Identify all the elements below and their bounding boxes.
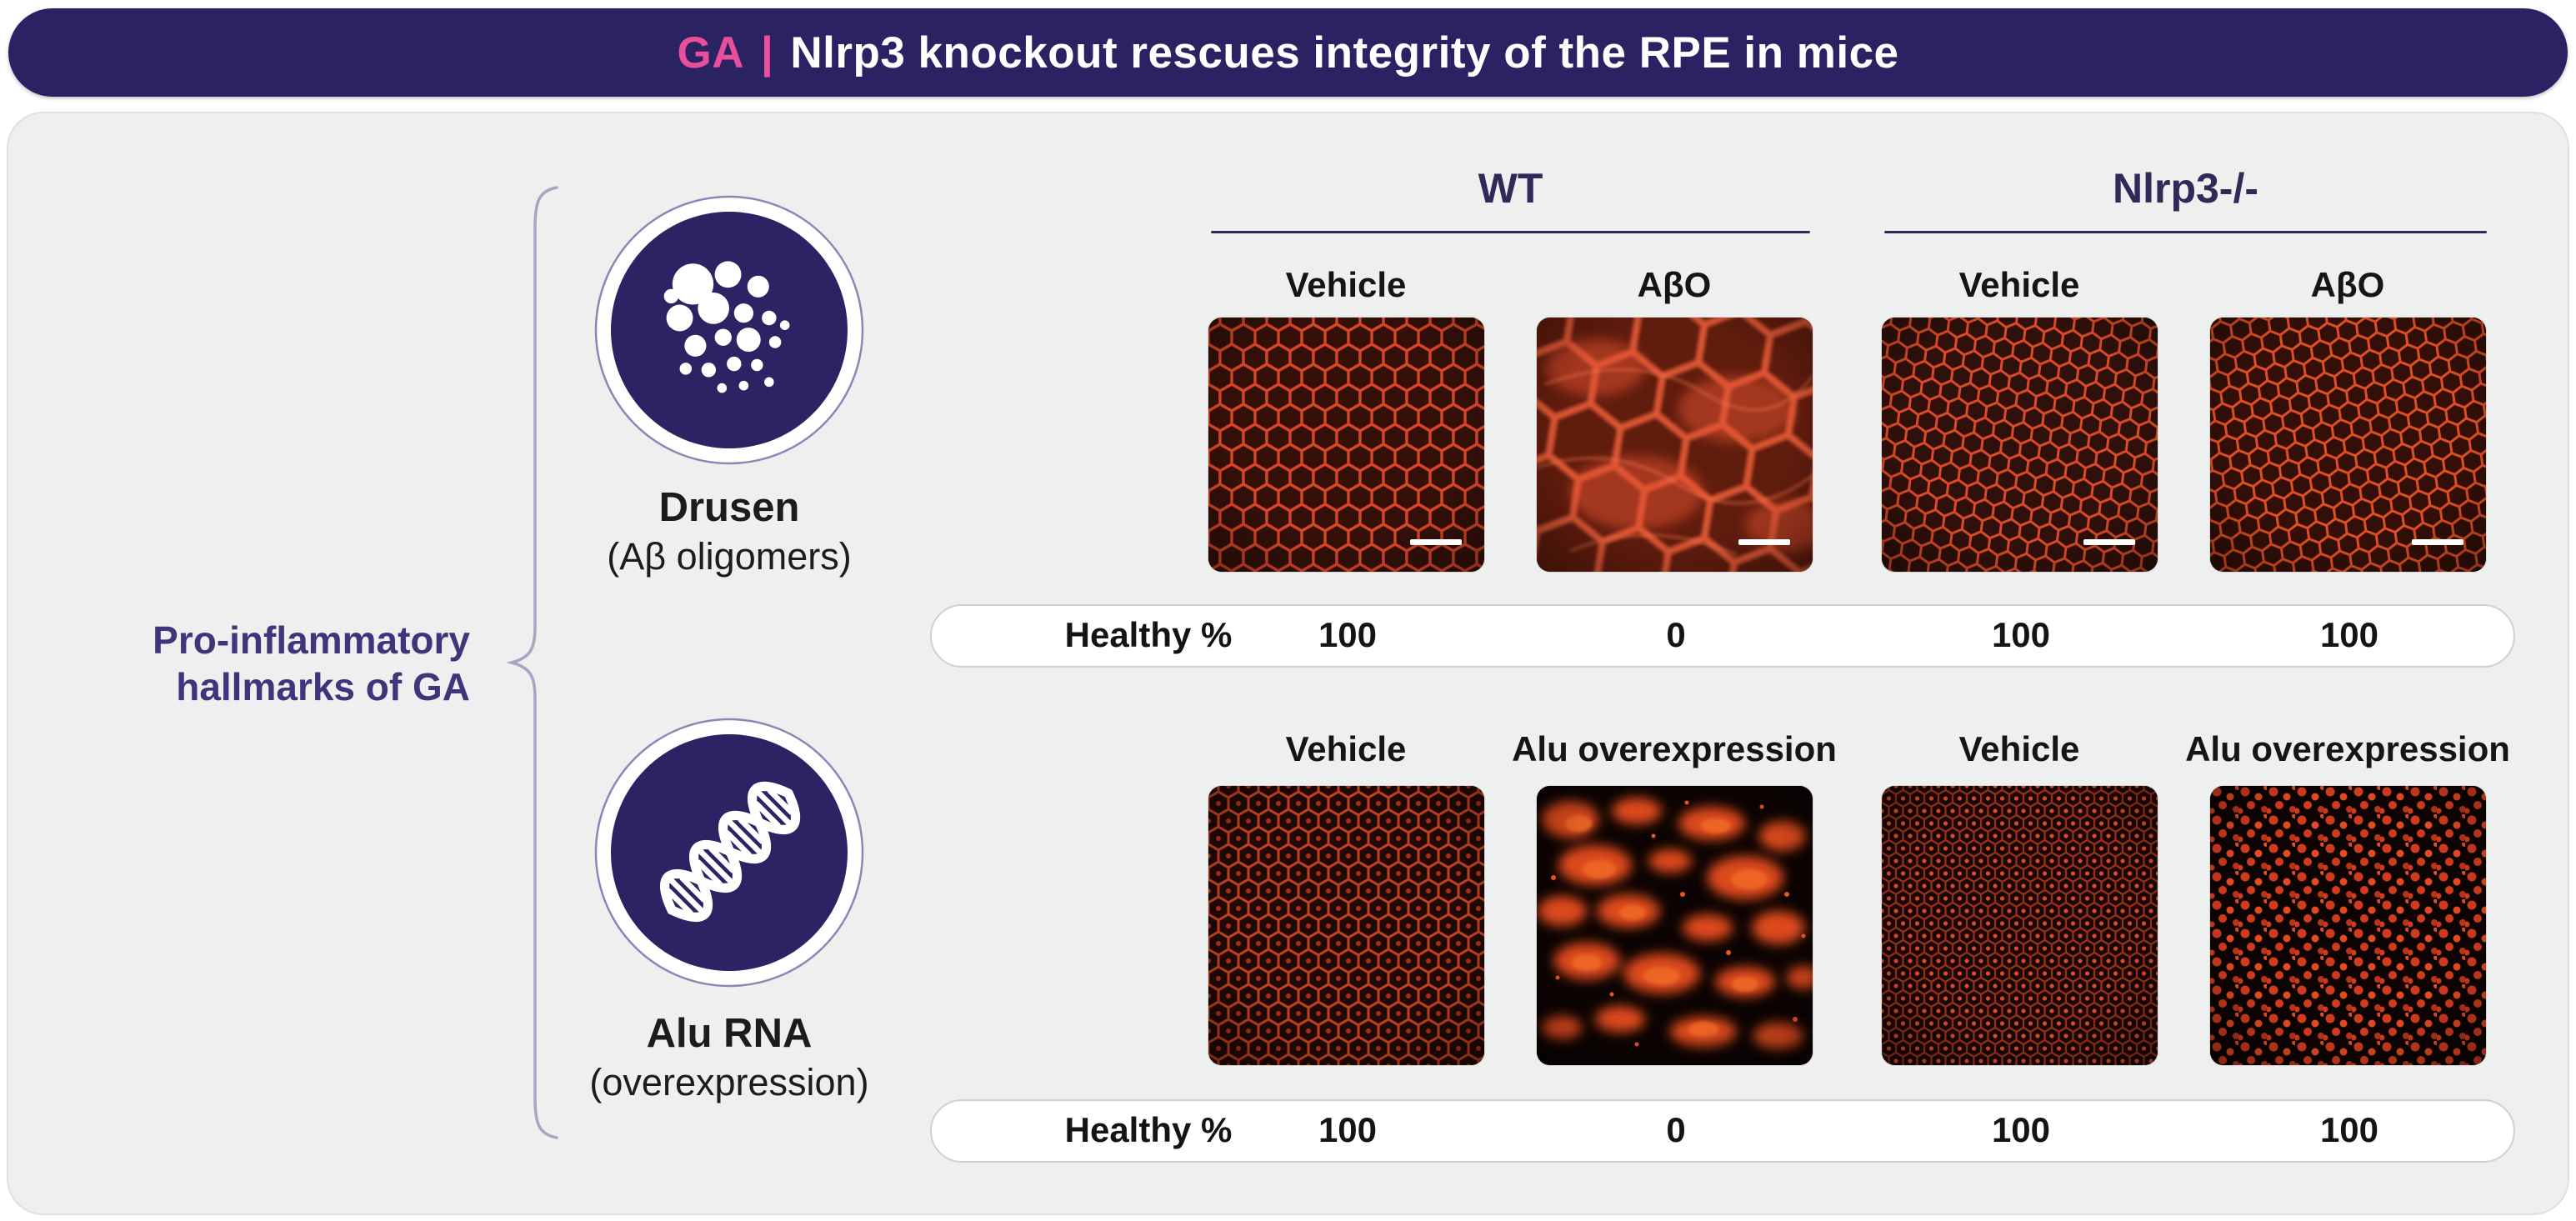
healthy-value: 100 bbox=[2319, 1110, 2379, 1149]
hallmark-alu-label: Alu RNA (overexpression) bbox=[513, 1008, 946, 1106]
group-header-wt: WT bbox=[1478, 165, 1543, 212]
column-label: Vehicle bbox=[1285, 729, 1407, 768]
micrograph-wt-alu-overexpression bbox=[1537, 786, 1813, 1065]
column-label: Alu overexpression bbox=[2185, 729, 2510, 768]
drusen-bubbles-icon bbox=[593, 193, 866, 467]
hallmarks-label-line1: Pro-inflammatory bbox=[153, 618, 470, 662]
healthy-value: 100 bbox=[1991, 615, 2051, 654]
healthy-value: 100 bbox=[1318, 1110, 1378, 1149]
hallmark-drusen-name: Drusen bbox=[658, 485, 800, 530]
healthy-value: 0 bbox=[1666, 1110, 1686, 1149]
micrograph-ko-vehicle-alu bbox=[1882, 786, 2158, 1065]
micrograph-ko-alu-overexpression bbox=[2210, 786, 2486, 1065]
healthy-value: 100 bbox=[1318, 615, 1378, 654]
micrograph-ko-abo bbox=[2210, 318, 2486, 572]
hallmark-alu-subtitle: (overexpression) bbox=[589, 1060, 869, 1103]
page-title: Nlrp3 knockout rescues integrity of the … bbox=[790, 28, 1899, 78]
title-tag: GA bbox=[677, 28, 744, 78]
hallmarks-label: Pro-inflammatory hallmarks of GA bbox=[58, 617, 470, 710]
micrograph-wt-vehicle-drusen bbox=[1208, 318, 1484, 572]
group-header-nlrp3ko: Nlrp3-/- bbox=[2113, 165, 2258, 212]
figure-panel: Pro-inflammatory hallmarks of GA bbox=[7, 112, 2569, 1215]
scale-bar bbox=[1738, 539, 1790, 545]
rna-helix-icon bbox=[593, 716, 866, 989]
column-label: Alu overexpression bbox=[1512, 729, 1837, 768]
curly-brace bbox=[506, 186, 558, 1139]
healthy-value: 100 bbox=[2319, 615, 2379, 654]
healthy-value: 0 bbox=[1666, 615, 1686, 654]
scale-bar bbox=[2412, 539, 2463, 545]
hallmark-alu-name: Alu RNA bbox=[646, 1011, 813, 1056]
group-underline-nlrp3ko bbox=[1884, 231, 2487, 233]
title-bar: GA | Nlrp3 knockout rescues integrity of… bbox=[8, 8, 2568, 97]
hallmark-drusen-label: Drusen (Aβ oligomers) bbox=[513, 483, 946, 580]
column-label: Vehicle bbox=[1958, 729, 2080, 768]
micrograph-wt-abo bbox=[1537, 318, 1813, 572]
scale-bar bbox=[2083, 539, 2135, 545]
title-separator: | bbox=[760, 28, 774, 78]
healthy-row-alu: Healthy % 100 0 100 100 bbox=[930, 1099, 2515, 1163]
healthy-row-label: Healthy % bbox=[1064, 1110, 1233, 1149]
column-label: Vehicle bbox=[1285, 265, 1407, 304]
scale-bar bbox=[1410, 539, 1462, 545]
healthy-row-label: Healthy % bbox=[1064, 615, 1233, 654]
micrograph-wt-vehicle-alu bbox=[1208, 786, 1484, 1065]
column-label: AβO bbox=[1637, 265, 1712, 304]
group-underline-wt bbox=[1211, 231, 1810, 233]
hallmarks-label-line2: hallmarks of GA bbox=[176, 665, 470, 709]
micrograph-ko-vehicle-drusen bbox=[1882, 318, 2158, 572]
healthy-row-drusen: Healthy % 100 0 100 100 bbox=[930, 604, 2515, 668]
column-label: Vehicle bbox=[1958, 265, 2080, 304]
healthy-value: 100 bbox=[1991, 1110, 2051, 1149]
column-label: AβO bbox=[2310, 265, 2385, 304]
hallmark-drusen-subtitle: (Aβ oligomers) bbox=[607, 534, 852, 578]
